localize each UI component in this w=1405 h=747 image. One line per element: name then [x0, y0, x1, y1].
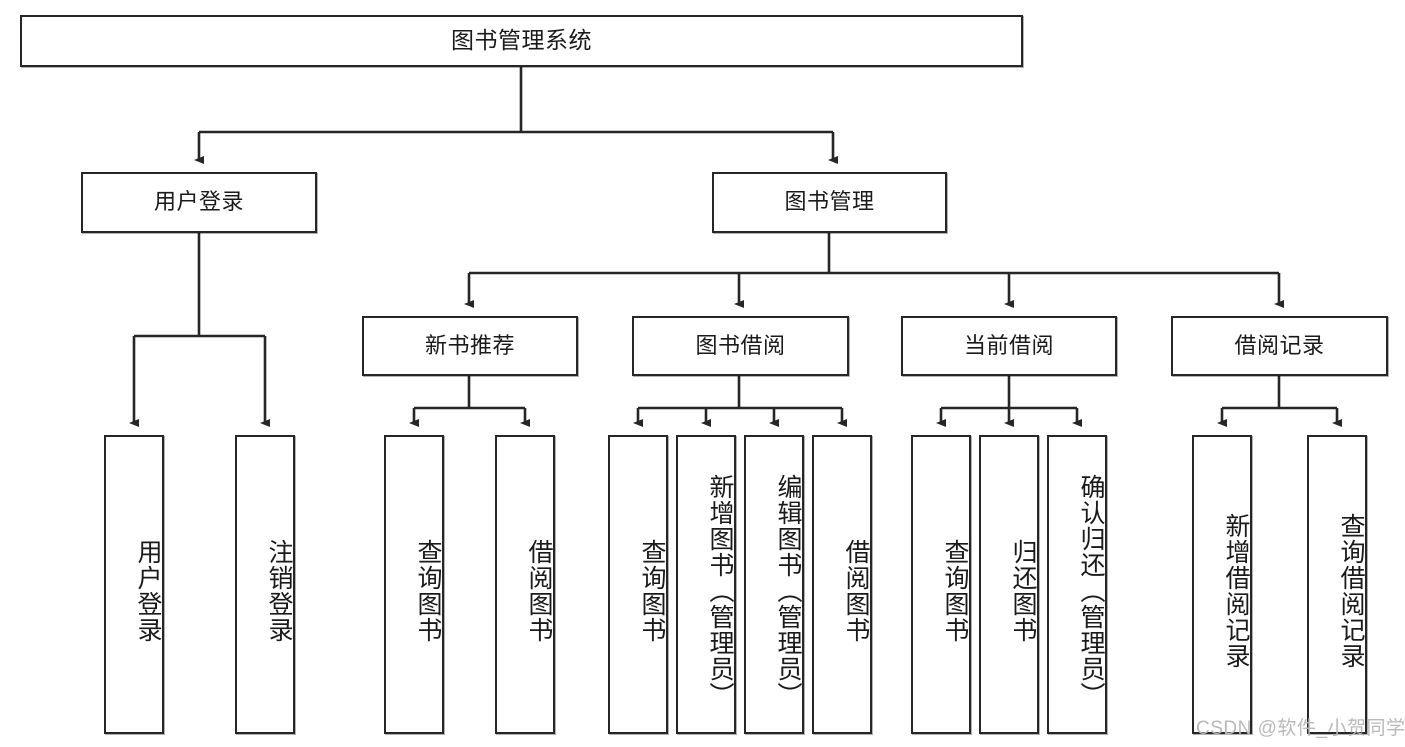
node-label: 编辑图书（管理员） [774, 473, 802, 708]
node-label: 图书借阅 [695, 332, 786, 358]
node-root-book-management-system[interactable]: 图书管理系统 [20, 15, 1023, 67]
node-borrow-record[interactable]: 借阅记录 [1171, 316, 1388, 376]
node-book-management[interactable]: 图书管理 [712, 172, 947, 233]
node-book-borrow[interactable]: 图书借阅 [632, 316, 849, 376]
node-label: 借阅记录 [1234, 332, 1325, 358]
node-label: 新增借阅记录 [1222, 512, 1250, 669]
node-label: 新书推荐 [424, 332, 515, 358]
node-label: 用户登录 [134, 538, 162, 643]
node-current-borrow[interactable]: 当前借阅 [901, 316, 1117, 376]
leaf-query-book-recommend[interactable]: 查询图书 [384, 435, 444, 734]
leaf-borrow-book-recommend[interactable]: 借阅图书 [495, 435, 555, 734]
node-new-book-recommend[interactable]: 新书推荐 [362, 316, 578, 376]
node-user-login[interactable]: 用户登录 [81, 172, 317, 233]
leaf-add-borrow-record[interactable]: 新增借阅记录 [1192, 435, 1252, 734]
node-label: 查询图书 [638, 538, 666, 643]
node-label: 用户登录 [153, 189, 244, 215]
node-label: 借阅图书 [842, 538, 870, 643]
leaf-edit-book-admin[interactable]: 编辑图书（管理员） [744, 435, 804, 734]
node-label: 查询借阅记录 [1337, 512, 1365, 669]
node-label: 归还图书 [1009, 538, 1037, 643]
node-label: 图书管理系统 [451, 27, 592, 54]
leaf-logout[interactable]: 注销登录 [235, 435, 295, 734]
leaf-query-borrow-record[interactable]: 查询借阅记录 [1307, 435, 1367, 734]
leaf-query-book-current[interactable]: 查询图书 [911, 435, 971, 734]
leaf-query-book-borrow[interactable]: 查询图书 [608, 435, 668, 734]
node-label: 新增图书（管理员） [706, 473, 734, 708]
node-label: 注销登录 [265, 538, 293, 643]
node-label: 查询图书 [941, 538, 969, 643]
leaf-user-login[interactable]: 用户登录 [104, 435, 164, 734]
leaf-return-book[interactable]: 归还图书 [979, 435, 1039, 734]
leaf-borrow-book[interactable]: 借阅图书 [812, 435, 872, 734]
node-label: 查询图书 [414, 538, 442, 643]
node-label: 借阅图书 [525, 538, 553, 643]
node-label: 确认归还（管理员） [1077, 473, 1105, 708]
node-label: 当前借阅 [963, 332, 1054, 358]
leaf-confirm-return-admin[interactable]: 确认归还（管理员） [1047, 435, 1107, 734]
node-label: 图书管理 [784, 189, 875, 215]
csdn-watermark: CSDN @软件_小贺同学 [1196, 718, 1405, 739]
leaf-add-book-admin[interactable]: 新增图书（管理员） [676, 435, 736, 734]
